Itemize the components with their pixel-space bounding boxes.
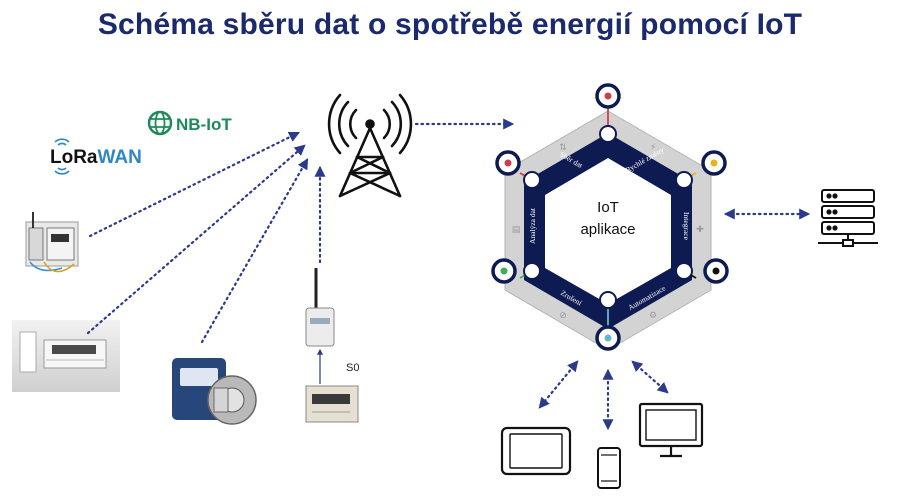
lorawan-label-wan: WAN bbox=[98, 147, 142, 168]
s0-label: S0 bbox=[346, 362, 359, 374]
s0-meter-device bbox=[305, 385, 359, 423]
link-din-meter-to-tower bbox=[88, 131, 300, 238]
gear-icon: ⚙ bbox=[649, 311, 657, 321]
hub-center-subtitle: aplikace bbox=[580, 221, 635, 238]
lightning-icon: ⚡ bbox=[650, 143, 656, 153]
lorawan-label-lora: LoRa bbox=[50, 147, 98, 168]
hub-node-upper-left bbox=[495, 150, 521, 176]
server-icon bbox=[818, 189, 878, 247]
link-hub-monitor bbox=[631, 360, 669, 394]
lora-module-device bbox=[305, 268, 335, 347]
database-icon: ▤ bbox=[512, 225, 521, 235]
link-meter-photo-to-tower bbox=[86, 144, 306, 335]
segment-label-integration: Integrace bbox=[682, 212, 691, 241]
din-rail-meter-device bbox=[25, 212, 79, 273]
lorawan-logo: LoRaWAN bbox=[50, 138, 142, 175]
segment-label-analysis: Analýza dat bbox=[528, 207, 537, 244]
cancel-icon: ⊘ bbox=[559, 311, 567, 321]
iot-application-hub: ⇅ ⚡ ✚ ⚙ ⊘ ▤ Sběr dat Rychlé změny Integr… bbox=[491, 83, 729, 351]
hub-node-upper-right bbox=[701, 150, 727, 176]
puzzle-icon: ✚ bbox=[696, 225, 704, 235]
svg-text:LoRaWAN: LoRaWAN bbox=[50, 147, 142, 168]
hub-node-lower-left bbox=[491, 258, 517, 284]
hub-node-lower-right bbox=[703, 258, 729, 284]
link-sensor-to-tower bbox=[200, 158, 309, 344]
lorawan-signal-icon bbox=[54, 138, 70, 175]
phone-icon bbox=[597, 447, 621, 489]
link-hub-tablet bbox=[538, 360, 579, 409]
meter-photo-device bbox=[12, 320, 120, 392]
nb-iot-globe-icon bbox=[147, 110, 173, 136]
nb-iot-label: NB-IoT bbox=[176, 115, 232, 134]
sync-arrows-icon: ⇅ bbox=[559, 143, 567, 153]
cell-tower-icon bbox=[327, 93, 413, 198]
page-title: Schéma sběru dat o spotřebě energií pomo… bbox=[97, 8, 803, 41]
nb-iot-logo: NB-IoT bbox=[147, 110, 232, 136]
hub-node-top bbox=[595, 83, 621, 109]
hub-node-bottom bbox=[595, 325, 621, 351]
hub-center-title: IoT bbox=[597, 199, 619, 216]
monitor-icon bbox=[638, 402, 704, 458]
water-meter-sensor-device bbox=[172, 358, 257, 425]
tablet-icon bbox=[500, 426, 572, 476]
